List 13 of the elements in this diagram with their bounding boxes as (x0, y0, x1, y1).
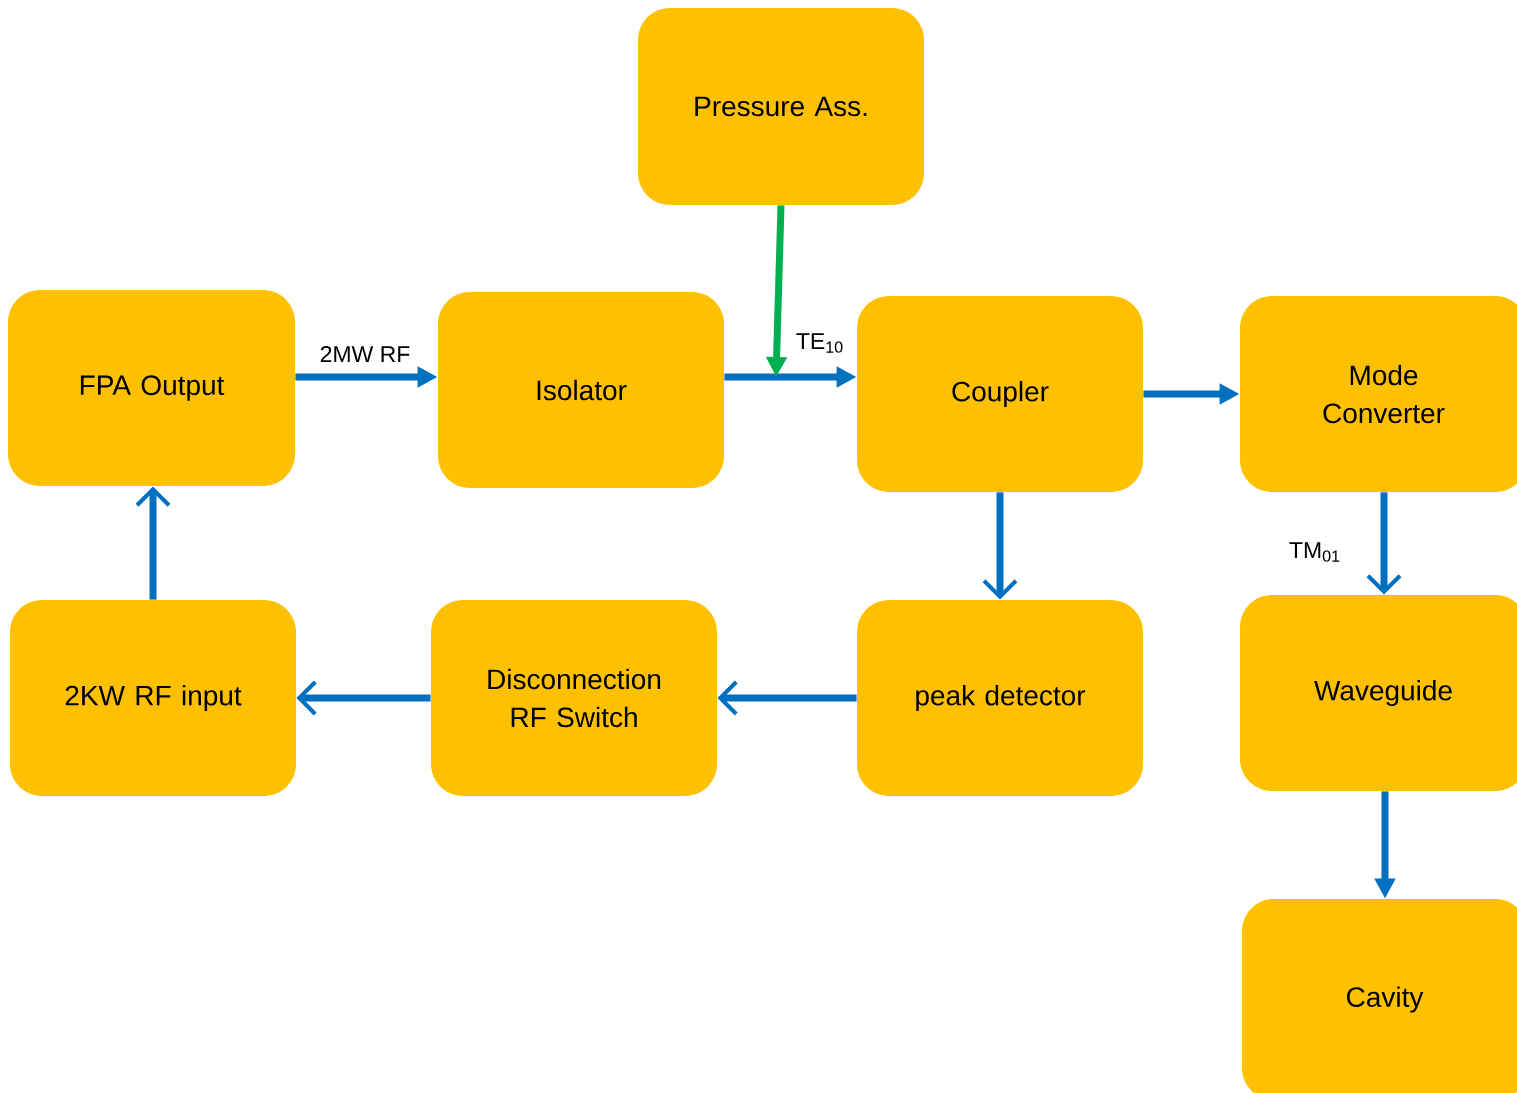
process-box: Waveguide (1240, 595, 1517, 791)
edge-label: 2MW RF (320, 345, 410, 363)
process-box: Cavity (1242, 899, 1517, 1093)
process-box: Isolator (438, 292, 724, 488)
process-box: FPA Output (8, 290, 295, 486)
process-box: Coupler (857, 296, 1143, 492)
edge-label: TE$_{10}$ (796, 333, 843, 353)
process-box: Mode Converter (1240, 296, 1517, 492)
process-box: Pressure Ass. (638, 8, 924, 205)
edge-label: TM$_{01}$ (1289, 542, 1340, 562)
process-box: 2KW RF input (10, 600, 296, 796)
process-box: Disconnection RF Switch (431, 600, 717, 796)
process-box: peak detector (857, 600, 1143, 796)
